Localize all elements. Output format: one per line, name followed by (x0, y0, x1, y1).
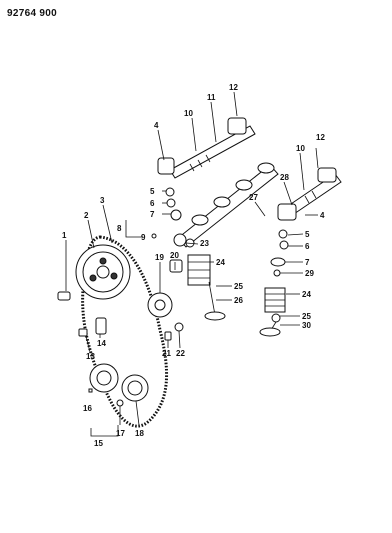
callout-17: 17 (116, 429, 125, 438)
callout-16: 16 (83, 404, 92, 413)
callout-23: 23 (200, 239, 209, 248)
callout-2: 2 (84, 211, 89, 220)
callout-22: 22 (176, 349, 185, 358)
callout-5: 5 (150, 187, 155, 196)
callout-7: 7 (150, 210, 155, 219)
callout-29: 29 (305, 269, 314, 278)
callout-right-10: 10 (296, 144, 305, 153)
callout-13: 13 (86, 352, 95, 361)
callout-30: 30 (302, 321, 311, 330)
small-hardware (57, 187, 289, 341)
callout-right-5: 5 (305, 230, 310, 239)
callout-right-24: 24 (302, 290, 311, 299)
callout-20: 20 (170, 251, 179, 260)
callout-4: 4 (154, 121, 159, 130)
callout-1: 1 (62, 231, 67, 240)
callout-28: 28 (280, 173, 289, 182)
callout-14: 14 (97, 339, 106, 348)
camshaft-center (173, 162, 279, 248)
leader-lines (65, 91, 319, 437)
camshaft-sprocket (75, 244, 131, 300)
timing-belt (81, 235, 169, 428)
callout-26: 26 (234, 296, 243, 305)
callout-19: 19 (155, 253, 164, 262)
callout-27: 27 (249, 193, 258, 202)
document-id: 92764 900 (7, 8, 57, 19)
callout-11: 11 (207, 93, 216, 102)
callout-12: 12 (229, 83, 238, 92)
crank-sprocket (88, 363, 149, 407)
callout-18: 18 (135, 429, 144, 438)
callout-8: 8 (117, 224, 122, 233)
callout-9: 9 (141, 233, 146, 242)
camshaft-upper-left (157, 117, 256, 179)
callout-10: 10 (184, 109, 193, 118)
callout-6: 6 (150, 199, 155, 208)
callout-25: 25 (234, 282, 243, 291)
callout-right-12: 12 (316, 133, 325, 142)
callout-labels: 1 2 3 4 5 6 7 8 9 10 11 12 13 14 15 16 1… (62, 83, 325, 448)
callout-right-4: 4 (320, 211, 325, 220)
callout-right-25: 25 (302, 312, 311, 321)
callout-15: 15 (94, 439, 103, 448)
callout-21: 21 (162, 349, 171, 358)
callout-3: 3 (100, 196, 105, 205)
callout-24: 24 (216, 258, 225, 267)
callout-right-6: 6 (305, 242, 310, 251)
camshaft-right (277, 167, 342, 221)
callout-right-7: 7 (305, 258, 310, 267)
